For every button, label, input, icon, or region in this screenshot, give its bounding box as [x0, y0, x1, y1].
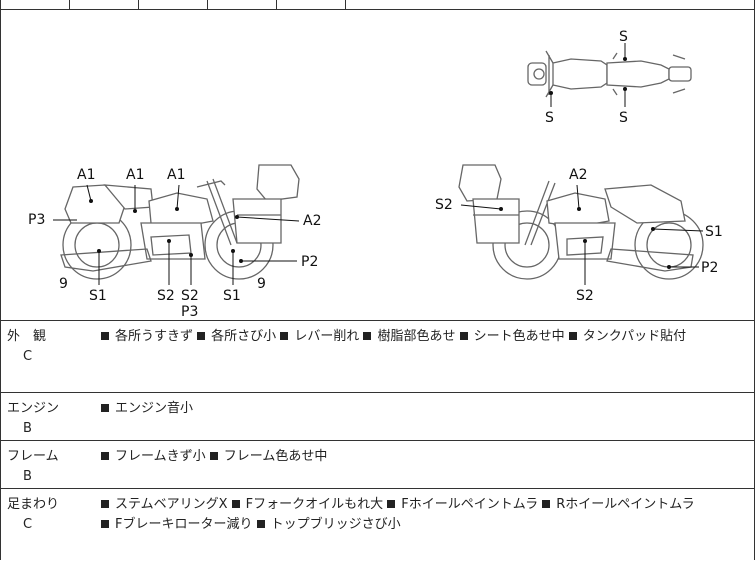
- left-side-leads: [53, 184, 300, 285]
- item-text: ステムベアリングX: [115, 497, 228, 512]
- section-category: 外 観 C: [7, 327, 87, 367]
- label-s2-right: S2: [576, 288, 594, 304]
- section-category: フレーム B: [7, 447, 87, 487]
- item-text: エンジン音小: [115, 401, 194, 416]
- label-s2-exhaust: S2: [181, 288, 199, 304]
- category-name: フレーム: [7, 449, 59, 464]
- item-text: 各所うすきず: [115, 329, 194, 344]
- damage-diagram: S S S: [0, 9, 755, 321]
- category-grade: C: [23, 349, 33, 364]
- left-side-motorcycle: [60, 164, 300, 280]
- label-9-front: 9: [257, 276, 266, 292]
- section-exterior: 外 観 C 各所うすきず 各所さび小 レバー削れ 樹脂部色あせ シート色あせ中 …: [0, 321, 755, 393]
- category-name: エンジン: [7, 401, 60, 416]
- label-p2-right: P2: [701, 260, 718, 276]
- category-grade: B: [23, 469, 32, 484]
- section-frame: フレーム B フレームきず小 フレーム色あせ中: [0, 441, 755, 489]
- top-view-motorcycle: [527, 50, 692, 98]
- item-text: シート色あせ中: [473, 329, 565, 344]
- section-suspension: 足まわり C ステムベアリングX Fフォークオイルもれ大 Fホイールペイントムラ…: [0, 489, 755, 560]
- label-s2-fairing: S2: [435, 197, 453, 213]
- right-side-motorcycle: [458, 164, 704, 280]
- label-p3-lower: P3: [181, 304, 198, 320]
- section-engine: エンジン B エンジン音小: [0, 393, 755, 441]
- label-p2-front: P2: [301, 254, 318, 270]
- item-text: トップブリッジさび小: [270, 517, 401, 532]
- label-a1-rear-seat: A1: [77, 167, 95, 183]
- label-top-s1: S: [619, 29, 628, 45]
- label-s1-front: S1: [223, 288, 241, 304]
- label-s1-rear: S1: [89, 288, 107, 304]
- top-view-leads: [549, 43, 627, 107]
- label-9-rear: 9: [59, 276, 68, 292]
- item-text: Rホイールペイントムラ: [556, 497, 695, 512]
- label-s2-engine: S2: [157, 288, 175, 304]
- item-text: 樹脂部色あせ: [377, 329, 456, 344]
- section-category: 足まわり C: [7, 495, 87, 535]
- label-top-s2: S: [545, 110, 554, 126]
- item-text: Fホイールペイントムラ: [401, 497, 539, 512]
- label-a2-fairing: A2: [303, 213, 321, 229]
- right-side-leads: [460, 184, 704, 285]
- item-text: 各所さび小: [211, 329, 277, 344]
- item-text: タンクパッド貼付: [582, 329, 687, 344]
- item-text: Fブレーキローター減り: [115, 517, 253, 532]
- label-top-s3: S: [619, 110, 628, 126]
- section-category: エンジン B: [7, 399, 87, 439]
- section-items: フレームきず小 フレーム色あせ中: [101, 447, 750, 467]
- category-name: 足まわり: [7, 497, 60, 512]
- label-p3-rear: P3: [28, 212, 45, 228]
- item-text: Fフォークオイルもれ大: [245, 497, 384, 512]
- item-text: フレーム色あせ中: [223, 449, 328, 464]
- category-grade: B: [23, 421, 32, 436]
- category-grade: C: [23, 517, 33, 532]
- label-a2-tank: A2: [569, 167, 587, 183]
- section-items: 各所うすきず 各所さび小 レバー削れ 樹脂部色あせ シート色あせ中 タンクパッド…: [101, 327, 750, 347]
- item-text: フレームきず小: [115, 449, 206, 464]
- item-text: レバー削れ: [294, 329, 360, 344]
- label-a1-side-cover: A1: [126, 167, 144, 183]
- motorcycle-diagram-svg: S S S: [28, 29, 723, 320]
- category-name: 外 観: [7, 329, 47, 344]
- label-s1-right: S1: [705, 224, 723, 240]
- section-items: エンジン音小: [101, 399, 750, 419]
- label-a1-tank: A1: [167, 167, 185, 183]
- section-items: ステムベアリングX Fフォークオイルもれ大 Fホイールペイントムラ Rホイールペ…: [101, 495, 750, 535]
